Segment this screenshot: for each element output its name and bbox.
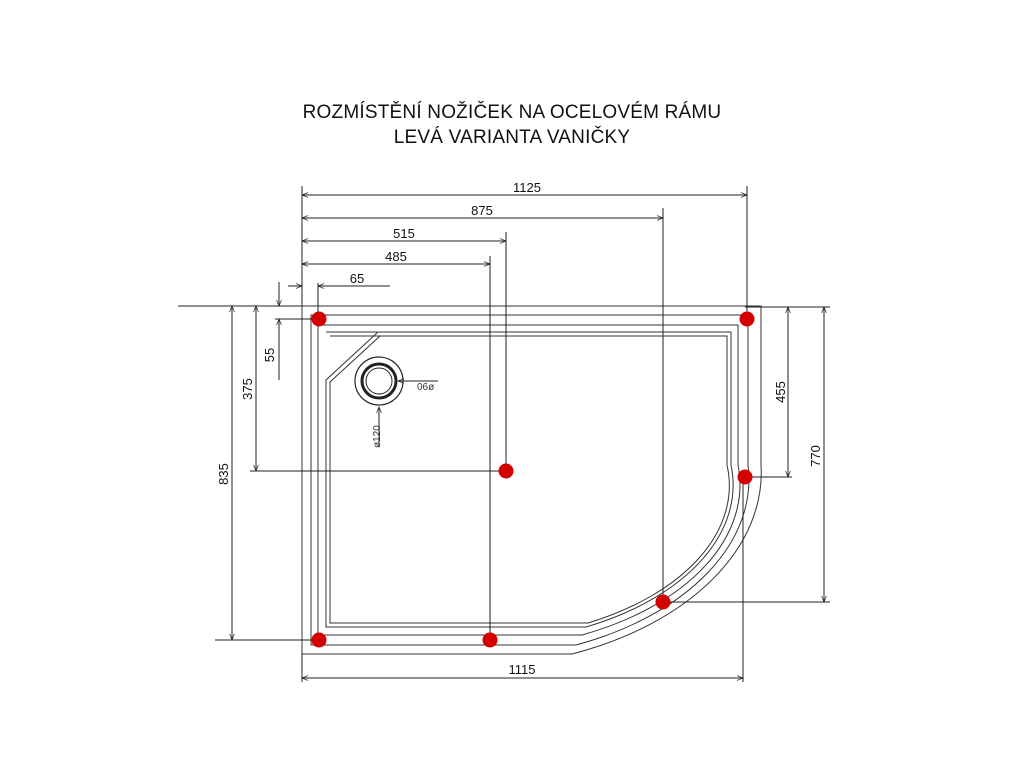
dimensions-left [229,282,282,641]
dim-455: 455 [773,381,788,403]
diagram-title-line2: LEVÁ VARIANTA VANIČKY [393,127,631,148]
dim-1115: 1115 [509,662,536,677]
dim-515: 515 [393,226,415,241]
foot-right-middle [737,469,753,485]
foot-curve [655,594,671,610]
dim-770: 770 [808,445,823,467]
dim-485: 485 [385,249,407,264]
drain: ø120 06ø [354,356,438,448]
drain-inner-ring [360,362,398,400]
extension-lines [178,186,830,682]
dim-835: 835 [216,463,231,485]
foot-top-left [311,311,327,327]
dim-875: 875 [471,203,493,218]
foot-bottom-middle [482,632,498,648]
tray-outline [301,305,762,655]
diagram-title-line1: ROZMÍSTĚNÍ NOŽIČEK NA OCELOVÉM RÁMU [302,102,722,123]
foot-bottom-left [311,632,327,648]
dimensions-right [785,306,827,603]
drain-outer-label: ø120 [372,425,383,448]
dimensions-top [288,192,748,289]
dim-375: 375 [240,378,255,400]
dim-55: 55 [262,348,277,362]
foot-markers [311,311,755,648]
foot-top-right [739,311,755,327]
dim-1125: 1125 [513,180,541,195]
dim-65: 65 [350,271,364,286]
drain-inner-label: 06ø [417,382,434,393]
foot-center [498,463,514,479]
